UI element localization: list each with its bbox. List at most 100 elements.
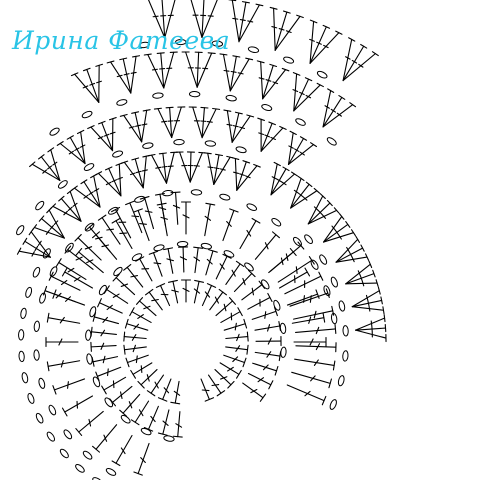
chain-stitch: [25, 287, 33, 298]
stitch-crossbar: [240, 174, 245, 176]
double-crochet-stitch: [79, 411, 104, 432]
stitch-top-bar: [246, 58, 253, 60]
stitch-crossbar: [296, 267, 297, 274]
double-crochet-stitch: [93, 357, 117, 362]
fan-stitch: [124, 162, 143, 188]
double-crochet-stitch: [138, 210, 149, 240]
double-crochet-stitch: [242, 285, 262, 300]
stitch-top-bar: [88, 126, 94, 129]
stitch-crossbar: [56, 293, 61, 298]
stitch-top-bar: [194, 247, 203, 248]
fan-stitch: [346, 283, 377, 284]
stitch-crossbar: [108, 369, 109, 376]
chain-stitch: [205, 140, 216, 146]
double-crochet-stitch: [116, 278, 134, 295]
stitch-top-bar: [306, 182, 312, 186]
stitch-crossbar: [129, 127, 134, 128]
stitch-crossbar: [164, 388, 168, 393]
stitch-crossbar: [144, 306, 150, 309]
fan-stitch: [263, 65, 274, 98]
stitch-top-bar: [300, 137, 306, 141]
fan-stitch: [167, 152, 175, 183]
stitch-top-bar: [238, 308, 242, 316]
stitch-top-bar: [131, 420, 139, 425]
chain-stitch: [295, 117, 307, 126]
stitch-crossbar: [104, 435, 107, 441]
chain-stitch: [21, 372, 28, 383]
stitch-top-bar: [159, 153, 166, 154]
double-crochet-stitch: [215, 370, 231, 385]
stitch-top-bar: [216, 154, 223, 155]
stitch-crossbar: [240, 127, 245, 128]
double-crochet-stitch: [178, 412, 180, 437]
chain-stitch: [337, 375, 345, 386]
stitch-top-bar: [112, 461, 120, 466]
double-crochet-stitch: [99, 303, 122, 313]
chain-stitch: [134, 195, 145, 203]
stitch-top-bar: [120, 58, 127, 60]
fan-stitch: [186, 52, 198, 87]
double-crochet-stitch: [296, 346, 336, 347]
fan-stitch: [352, 307, 383, 311]
stitch-top-bar: [124, 332, 125, 341]
fan-stitch: [308, 196, 322, 224]
fan-stitch: [308, 203, 330, 224]
stitch-top-bar: [173, 436, 182, 437]
chain-stitch: [15, 224, 25, 236]
chain-stitch: [89, 306, 97, 317]
stitch-top-bar: [148, 155, 155, 156]
chain-stitch: [152, 92, 163, 98]
fan-stitch: [324, 224, 348, 242]
chain-stitch: [329, 399, 338, 411]
stitch-crossbar: [162, 121, 167, 122]
double-crochet-stitch: [253, 363, 277, 371]
stitch-top-bar: [237, 370, 242, 378]
double-crochet-stitch: [161, 285, 170, 305]
double-crochet-stitch: [290, 293, 328, 306]
stitch-crossbar: [131, 72, 136, 73]
chain-stitch: [82, 450, 93, 461]
chain-stitch: [86, 353, 93, 364]
stitch-crossbar: [265, 312, 266, 319]
fan-stitch: [237, 166, 257, 191]
double-crochet-stitch: [168, 249, 173, 274]
chain-stitch: [20, 308, 27, 319]
stitch-top-bar: [383, 307, 384, 314]
stitch-crossbar: [85, 247, 91, 249]
stitch-crossbar: [238, 73, 243, 74]
double-crochet-stitch: [140, 301, 156, 316]
stitch-crossbar: [107, 229, 114, 230]
fan-stitch: [135, 159, 143, 188]
chain-stitch: [34, 350, 40, 361]
double-crochet-stitch: [130, 203, 142, 233]
chain-stitch: [49, 266, 58, 278]
stitch-crossbar: [136, 125, 141, 126]
fan-stitch: [223, 54, 230, 90]
stitch-top-bar: [63, 268, 68, 276]
chain-stitch: [191, 189, 202, 195]
chain-stitch: [74, 463, 85, 474]
stitch-crossbar: [131, 276, 138, 277]
stitch-top-bar: [339, 96, 345, 100]
chain-stitch: [331, 313, 338, 324]
double-crochet-stitch: [160, 194, 166, 226]
stitch-top-bar: [147, 391, 154, 396]
stitch-top-bar: [50, 204, 55, 209]
chain-stitch: [46, 431, 56, 443]
double-crochet-stitch: [127, 355, 148, 362]
fan-stitch: [75, 74, 99, 102]
stitch-crossbar: [121, 284, 127, 286]
chain-stitch: [326, 136, 337, 146]
stitch-top-bar: [335, 324, 336, 333]
stitch-top-bar: [67, 136, 73, 139]
stitch-crossbar: [231, 71, 236, 72]
double-crochet-stitch: [249, 374, 271, 385]
chain-stitch: [38, 378, 46, 389]
stitch-top-bar: [247, 345, 248, 354]
chain-stitch: [48, 404, 57, 416]
stitch-crossbar: [369, 306, 370, 311]
stitch-crossbar: [272, 27, 277, 28]
double-crochet-stitch: [243, 383, 263, 398]
chain-stitch: [81, 110, 93, 119]
stitch-crossbar: [221, 377, 227, 379]
